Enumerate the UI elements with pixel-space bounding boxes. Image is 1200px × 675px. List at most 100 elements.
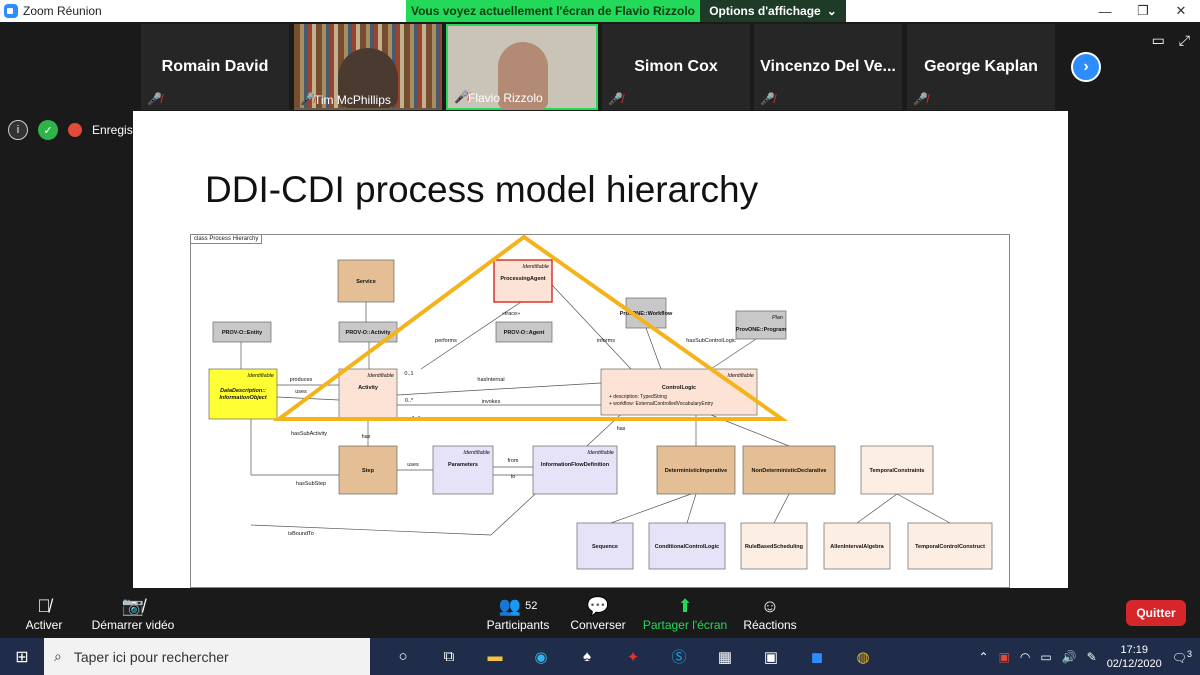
mute-button[interactable]: 🎙̸ Activer [22, 594, 66, 633]
uml-stereotype: Identifiable [463, 450, 490, 456]
video-label: Démarrer vidéo [91, 618, 175, 632]
uml-class-name: ControlLogic [662, 385, 696, 391]
uml-class-box [823, 522, 891, 570]
share-screen-button[interactable]: ⬆ Partager l'écran [640, 594, 730, 633]
reactions-button[interactable]: ☺ Réactions [740, 594, 800, 633]
uml-class-name: PROV-O::Entity [222, 330, 263, 336]
chat-button[interactable]: 💬 Converser [568, 594, 628, 633]
info-icon[interactable]: i [8, 120, 28, 140]
volume-icon[interactable]: 🔊 [1061, 649, 1077, 664]
uml-class-name: TemporalControlConstruct [915, 544, 985, 550]
participant-tile[interactable]: Vincenzo Del Ve... 🎤̸ [754, 24, 902, 110]
restore-icon[interactable]: ❐ [1137, 3, 1149, 18]
uml-class-box [338, 368, 398, 420]
solitaire-icon[interactable]: ♠ [583, 648, 591, 665]
file-explorer-icon[interactable]: ▬ [487, 648, 503, 665]
participant-tile-active-speaker[interactable]: 🎤̸ Flavio Rizzolo [446, 24, 598, 110]
uml-class-box [493, 259, 553, 303]
participant-tile[interactable]: 🎤̸ Tim McPhillips [294, 24, 442, 110]
participants-icon: 👥 [498, 595, 522, 616]
mic-muted-icon: 🎤̸ [147, 92, 162, 106]
participants-button[interactable]: 👥 52 Participants [484, 594, 552, 633]
participant-name: Flavio Rizzolo [468, 91, 543, 105]
mic-muted-icon: 🎤̸ [608, 92, 623, 106]
minimize-icon[interactable]: — [1098, 3, 1112, 19]
fullscreen-icon[interactable]: ⤢ [1178, 32, 1190, 48]
next-page-button[interactable]: › [1071, 52, 1101, 82]
uml-class-box [600, 368, 758, 416]
uml-stereotype: Identifiable [247, 373, 274, 379]
participant-name: Tim McPhillips [314, 93, 391, 107]
uml-class-box [532, 445, 618, 495]
edge-icon[interactable]: ◉ [534, 648, 548, 666]
uml-class-name: Sequence [592, 544, 618, 550]
mic-off-icon: 🎙̸ [37, 595, 51, 616]
skype-icon[interactable]: Ⓢ [671, 649, 687, 666]
participant-tile[interactable]: George Kaplan 🎤̸ [907, 24, 1055, 110]
uml-class-name: InformationObject [219, 395, 268, 401]
layout-icon[interactable]: ▭ [1151, 32, 1165, 48]
diagram-connector [686, 493, 697, 524]
participant-name: Simon Cox [634, 58, 718, 75]
shared-screen: DDI-CDI process model hierarchy class Pr… [133, 111, 1068, 588]
participant-tile[interactable]: Romain David 🎤̸ [141, 24, 289, 110]
network-icon[interactable]: ◠ [1019, 649, 1031, 664]
start-video-button[interactable]: 📷̸ Démarrer vidéo [90, 594, 176, 633]
chevron-up-icon[interactable]: ⌃ [978, 649, 989, 664]
view-options-label: Options d'affichage [709, 4, 821, 18]
uml-class-box [907, 522, 993, 570]
task-view-icon[interactable]: ⧉ [443, 648, 455, 665]
uml-stereotype: Identifiable [727, 373, 754, 379]
uml-edge-label: 0..1 [404, 371, 413, 377]
zoom-taskbar-icon[interactable]: ◼ [810, 648, 824, 666]
uml-class-name: Activity [358, 385, 379, 391]
cortana-icon[interactable]: ○ [398, 648, 408, 665]
meeting-status: i ✓ Enregistre [8, 120, 147, 140]
participants-icon-wrap: 👥 52 [484, 594, 552, 618]
taskbar-search[interactable]: ⌕ Taper ici pour rechercher [44, 638, 370, 675]
chrome-icon[interactable]: ◍ [856, 648, 870, 666]
uml-class-box [648, 522, 726, 570]
acrobat-icon[interactable]: ✦ [626, 648, 640, 666]
uml-stereotype: Identifiable [367, 373, 394, 379]
meeting-controls: 🎙̸ Activer 📷̸ Démarrer vidéo 👥 52 Partic… [0, 588, 1200, 638]
diagram-connector [551, 284, 632, 370]
windows-start-icon[interactable]: ⊞ [15, 648, 29, 666]
uml-edge-label: uses [295, 389, 307, 395]
windows-taskbar: ⊞ ⌕ Taper ici pour rechercher ○ ⧉ ▬ ◉ ♠ … [0, 638, 1200, 675]
close-icon[interactable]: ✕ [1175, 3, 1187, 18]
uml-stereotype: Identifiable [522, 264, 549, 270]
shield-icon[interactable]: ✓ [38, 120, 58, 140]
quit-button[interactable]: Quitter [1126, 600, 1186, 626]
diagram-connector [773, 493, 790, 524]
diagram-connector [710, 338, 757, 370]
pen-icon[interactable]: ✎ [1086, 649, 1097, 664]
uml-edge-label: hasSubStep [296, 481, 326, 487]
search-icon: ⌕ [54, 648, 62, 664]
uml-class-box [337, 259, 395, 303]
calculator-icon[interactable]: ▦ [717, 648, 733, 666]
taskbar-apps: ○ ⧉ ▬ ◉ ♠ ✦ Ⓢ ▦ ▣ ◼ ◍ [380, 638, 886, 675]
photos-icon[interactable]: ▣ [763, 648, 779, 666]
notifications-icon[interactable]: 🗨3 [1171, 648, 1192, 665]
uml-class-name: ProvONE::Program [736, 327, 787, 333]
uml-edge-label: performs [435, 338, 457, 344]
uml-edge-label: invokes [482, 399, 501, 405]
uml-class-name: ProcessingAgent [500, 276, 545, 282]
uml-class-name: AllenIntervalAlgebra [830, 544, 884, 550]
window-title: Zoom Réunion [23, 4, 102, 18]
uml-class-name: NonDeterministicDeclarative [752, 468, 827, 474]
system-tray: ⌃ ▣ ◠ ▭ 🔊 ✎ 17:19 02/12/2020 🗨3 [978, 638, 1200, 675]
diagram-connector [645, 327, 662, 370]
view-options-button[interactable]: Options d'affichage ⌄ [700, 0, 846, 22]
app-tray-icon[interactable]: ▣ [998, 649, 1010, 664]
mic-muted-icon: 🎤̸ [300, 92, 315, 106]
participant-tile[interactable]: Simon Cox 🎤̸ [602, 24, 750, 110]
uml-edge-label: has [617, 426, 626, 432]
uml-class-box [338, 445, 398, 495]
battery-icon[interactable]: ▭ [1040, 649, 1052, 664]
uml-class-name: Parameters [448, 462, 478, 468]
taskbar-clock[interactable]: 17:19 02/12/2020 [1107, 643, 1162, 671]
uml-class-box [656, 445, 736, 495]
